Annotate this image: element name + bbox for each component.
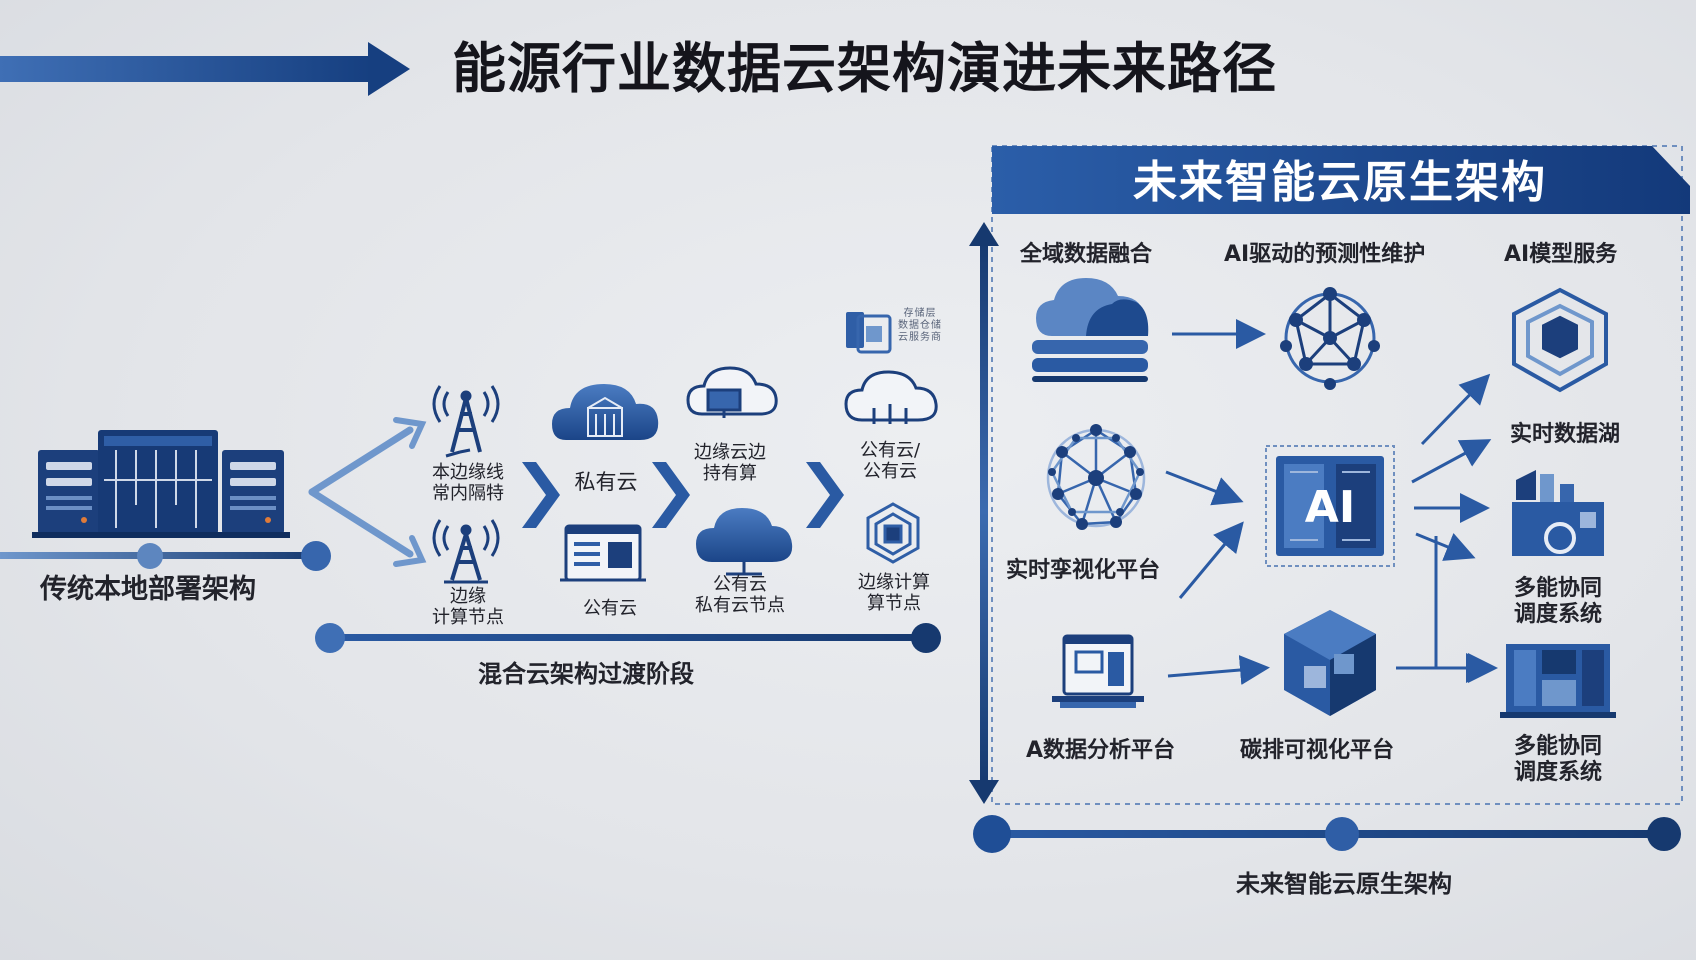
edge-cloud-label: 边缘云边 持有算	[680, 442, 780, 484]
edge-node-label-2: 边缘 计算节点	[428, 586, 508, 628]
multi-energy-label-1: 多能协同 调度系统	[1502, 576, 1614, 628]
stage2-label: 混合云架构过渡阶段	[478, 660, 694, 688]
multi-energy-label-2-line1: 多能协同	[1513, 734, 1602, 759]
cloud-circuit-icon	[844, 370, 938, 424]
grid-equipment-icon	[1500, 644, 1616, 718]
edge-node-label-2-line1: 边缘	[450, 586, 486, 607]
carbon-visualization-label: 碳排可视化平台	[1240, 738, 1395, 763]
multi-energy-label-2-line2: 调度系统	[1513, 759, 1602, 785]
chevron-right-icon	[522, 462, 560, 528]
multi-energy-label-1-line2: 调度系统	[1513, 601, 1602, 627]
stage3-timeline	[973, 815, 1681, 853]
edge-node-label-2-line2: 计算节点	[432, 607, 504, 629]
title-arrow-icon	[0, 42, 410, 96]
storage-label: 存储层 数据仓储 云服务商	[892, 308, 948, 343]
edge-node-label-1-line2: 常内隔特	[432, 483, 504, 505]
edge-node-label-1: 本边缘线 常内隔特	[428, 462, 508, 504]
signal-tower-icon	[432, 385, 500, 458]
chevron-right-icon	[806, 462, 844, 528]
ai-chip-label: AI	[1305, 482, 1355, 533]
stage2-timeline	[315, 623, 941, 653]
page-title: 能源行业数据云架构演进未来路径	[452, 37, 1277, 100]
future-header-title: 未来智能云原生架构	[1133, 157, 1547, 208]
edge-compute-label-line1: 边缘计算	[858, 572, 930, 593]
cloud-icon	[696, 508, 793, 576]
storage-label-line2: 数据仓储	[898, 319, 942, 331]
cloud-device-icon	[686, 366, 778, 418]
public-cloud-pair-label-line1: 公有云/	[859, 440, 921, 461]
cloud-building-icon	[552, 384, 659, 440]
server-rack-icon	[32, 430, 290, 538]
multi-energy-label-2: 多能协同 调度系统	[1502, 734, 1614, 786]
stage1-timeline	[0, 541, 331, 571]
future-header-band	[992, 146, 1690, 214]
stage1-label: 传统本地部署架构	[40, 574, 256, 605]
ai-chip-icon	[1265, 445, 1395, 567]
cloud-stack-icon	[1032, 278, 1149, 382]
cube-hex-icon	[1284, 610, 1376, 716]
public-cloud-pair-label: 公有云/ 公有云	[844, 440, 936, 482]
hybrid-cloud-node-label-line2: 私有云节点	[695, 595, 785, 617]
digital-twin-label: 实时孪视化平台	[1006, 558, 1161, 583]
hexagon-chip-icon	[866, 502, 920, 564]
edge-cloud-label-line1: 边缘云边	[694, 442, 766, 463]
mesh-sphere-icon	[1046, 424, 1146, 530]
hybrid-cloud-node-label-line1: 公有云	[713, 574, 767, 595]
data-fusion-label: 全域数据融合	[1020, 242, 1153, 267]
analytics-platform-label: A数据分析平台	[1026, 738, 1176, 763]
hybrid-cloud-node-label: 公有云 私有云节点	[680, 574, 800, 616]
server-module-icon	[846, 312, 892, 354]
signal-tower-icon	[432, 519, 500, 584]
data-lake-label: 实时数据湖	[1510, 422, 1621, 447]
edge-compute-label: 边缘计算 算节点	[848, 572, 940, 614]
model-service-label: AI模型服务	[1504, 242, 1618, 267]
flow-arrow	[1165, 319, 1498, 685]
private-cloud-label: 私有云	[574, 470, 638, 494]
edge-cloud-label-line2: 持有算	[703, 463, 757, 485]
factory-icon	[1512, 470, 1604, 556]
split-arrow-icon	[308, 417, 427, 567]
vertical-double-arrow-icon	[969, 222, 999, 804]
dashboard-icon	[560, 524, 646, 582]
multi-energy-label-1-line1: 多能协同	[1513, 576, 1602, 601]
stage3-label: 未来智能云原生架构	[1236, 870, 1452, 898]
storage-label-line1: 存储层	[903, 308, 937, 319]
cube-network-icon	[1512, 287, 1608, 393]
network-globe-icon	[1280, 287, 1380, 390]
storage-label-line3: 云服务商	[898, 331, 942, 343]
edge-compute-label-line2: 算节点	[867, 593, 921, 615]
public-cloud-label: 公有云	[583, 598, 637, 619]
edge-node-label-1-line1: 本边缘线	[432, 462, 504, 483]
predictive-maintenance-label: AI驱动的预测性维护	[1224, 242, 1426, 267]
public-cloud-pair-label-line2: 公有云	[863, 461, 917, 483]
chevron-right-icon	[652, 462, 690, 528]
monitor-icon	[1052, 634, 1144, 708]
